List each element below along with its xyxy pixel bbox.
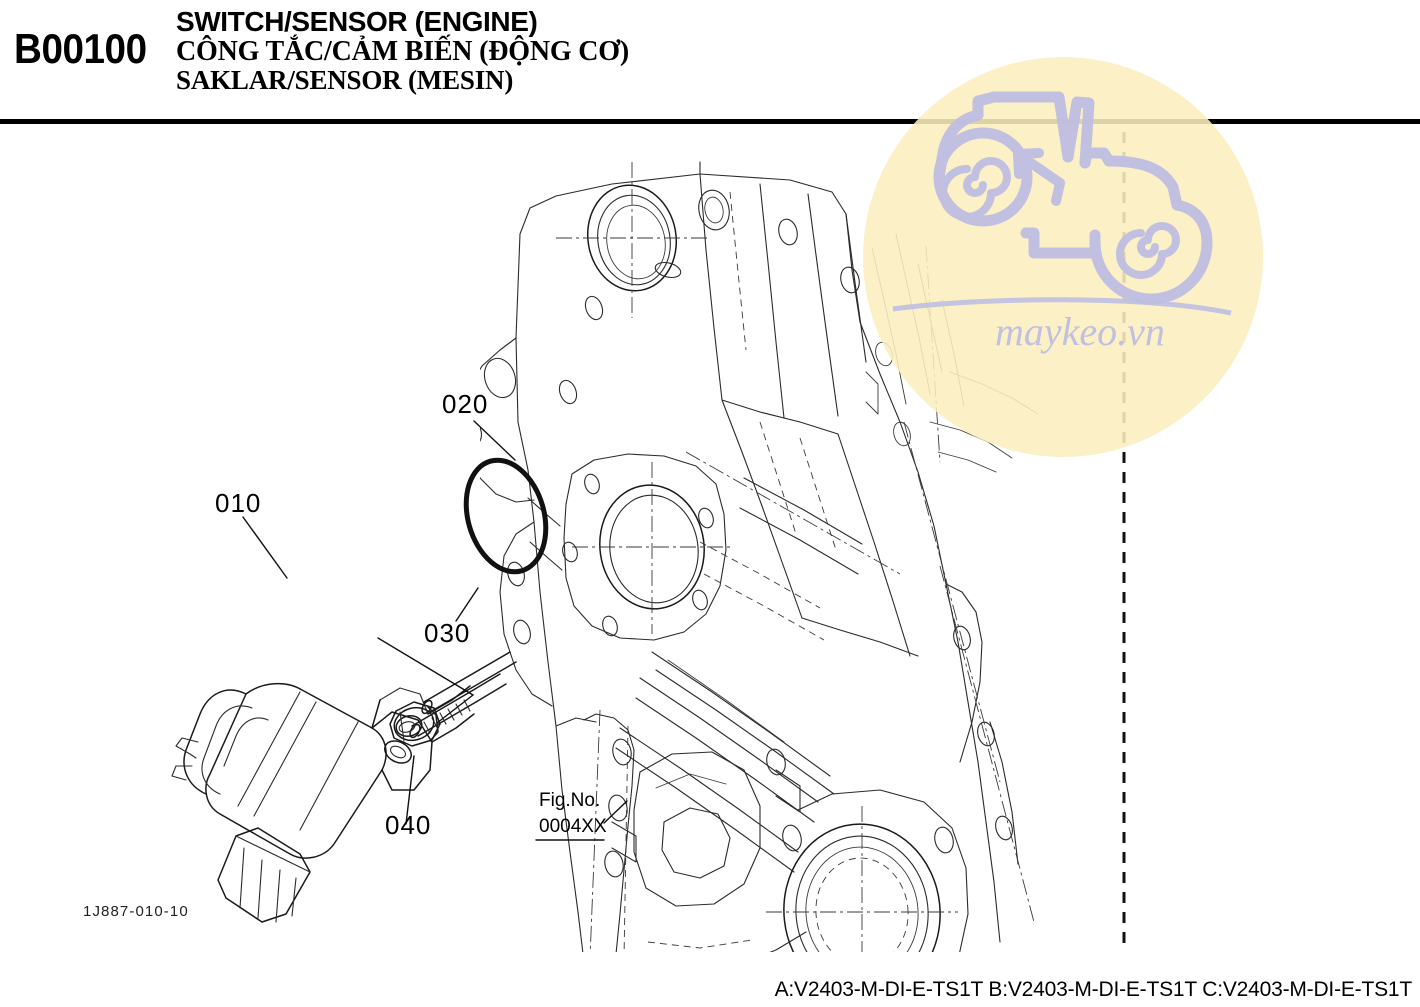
fig-no-value: 0004XX [539, 816, 607, 837]
callout-label-030: 030 [424, 618, 470, 648]
callout-label-010: 010 [215, 488, 261, 518]
callout-label-020: 020 [442, 389, 488, 419]
part-010-solenoid-switch [171, 682, 475, 923]
leader-lines [242, 420, 628, 825]
drawing-number: 1J887-010-10 [83, 903, 189, 920]
part-020-o-ring [463, 457, 549, 575]
page-header: B00100 SWITCH/SENSOR (ENGINE) CÔNG TẮC/C… [0, 0, 1420, 124]
callout-labels: 010 020 030 040 [215, 389, 488, 840]
figure-code: B00100 [14, 25, 147, 72]
title-english: SWITCH/SENSOR (ENGINE) [176, 6, 538, 37]
title-block: SWITCH/SENSOR (ENGINE) CÔNG TẮC/CẢM BIẾN… [176, 6, 936, 96]
fig-no-reference: Fig.No. 0004XX [535, 790, 607, 841]
engine-block-drawing [480, 161, 1039, 952]
title-vietnamese: CÔNG TẮC/CẢM BIẾN (ĐỘNG CƠ) [176, 35, 629, 67]
fig-no-label: Fig.No. [539, 790, 600, 811]
model-applicability-line: A:V2403-M-DI-E-TS1T B:V2403-M-DI-E-TS1T … [774, 978, 1413, 1001]
header-divider-rule [0, 119, 1420, 124]
callout-label-040: 040 [385, 810, 431, 840]
title-indonesian: SAKLAR/SENSOR (MESIN) [176, 65, 514, 96]
technical-drawing-canvas: .ln{fill:none;stroke:#1a1a1a;stroke-widt… [0, 122, 1420, 1007]
